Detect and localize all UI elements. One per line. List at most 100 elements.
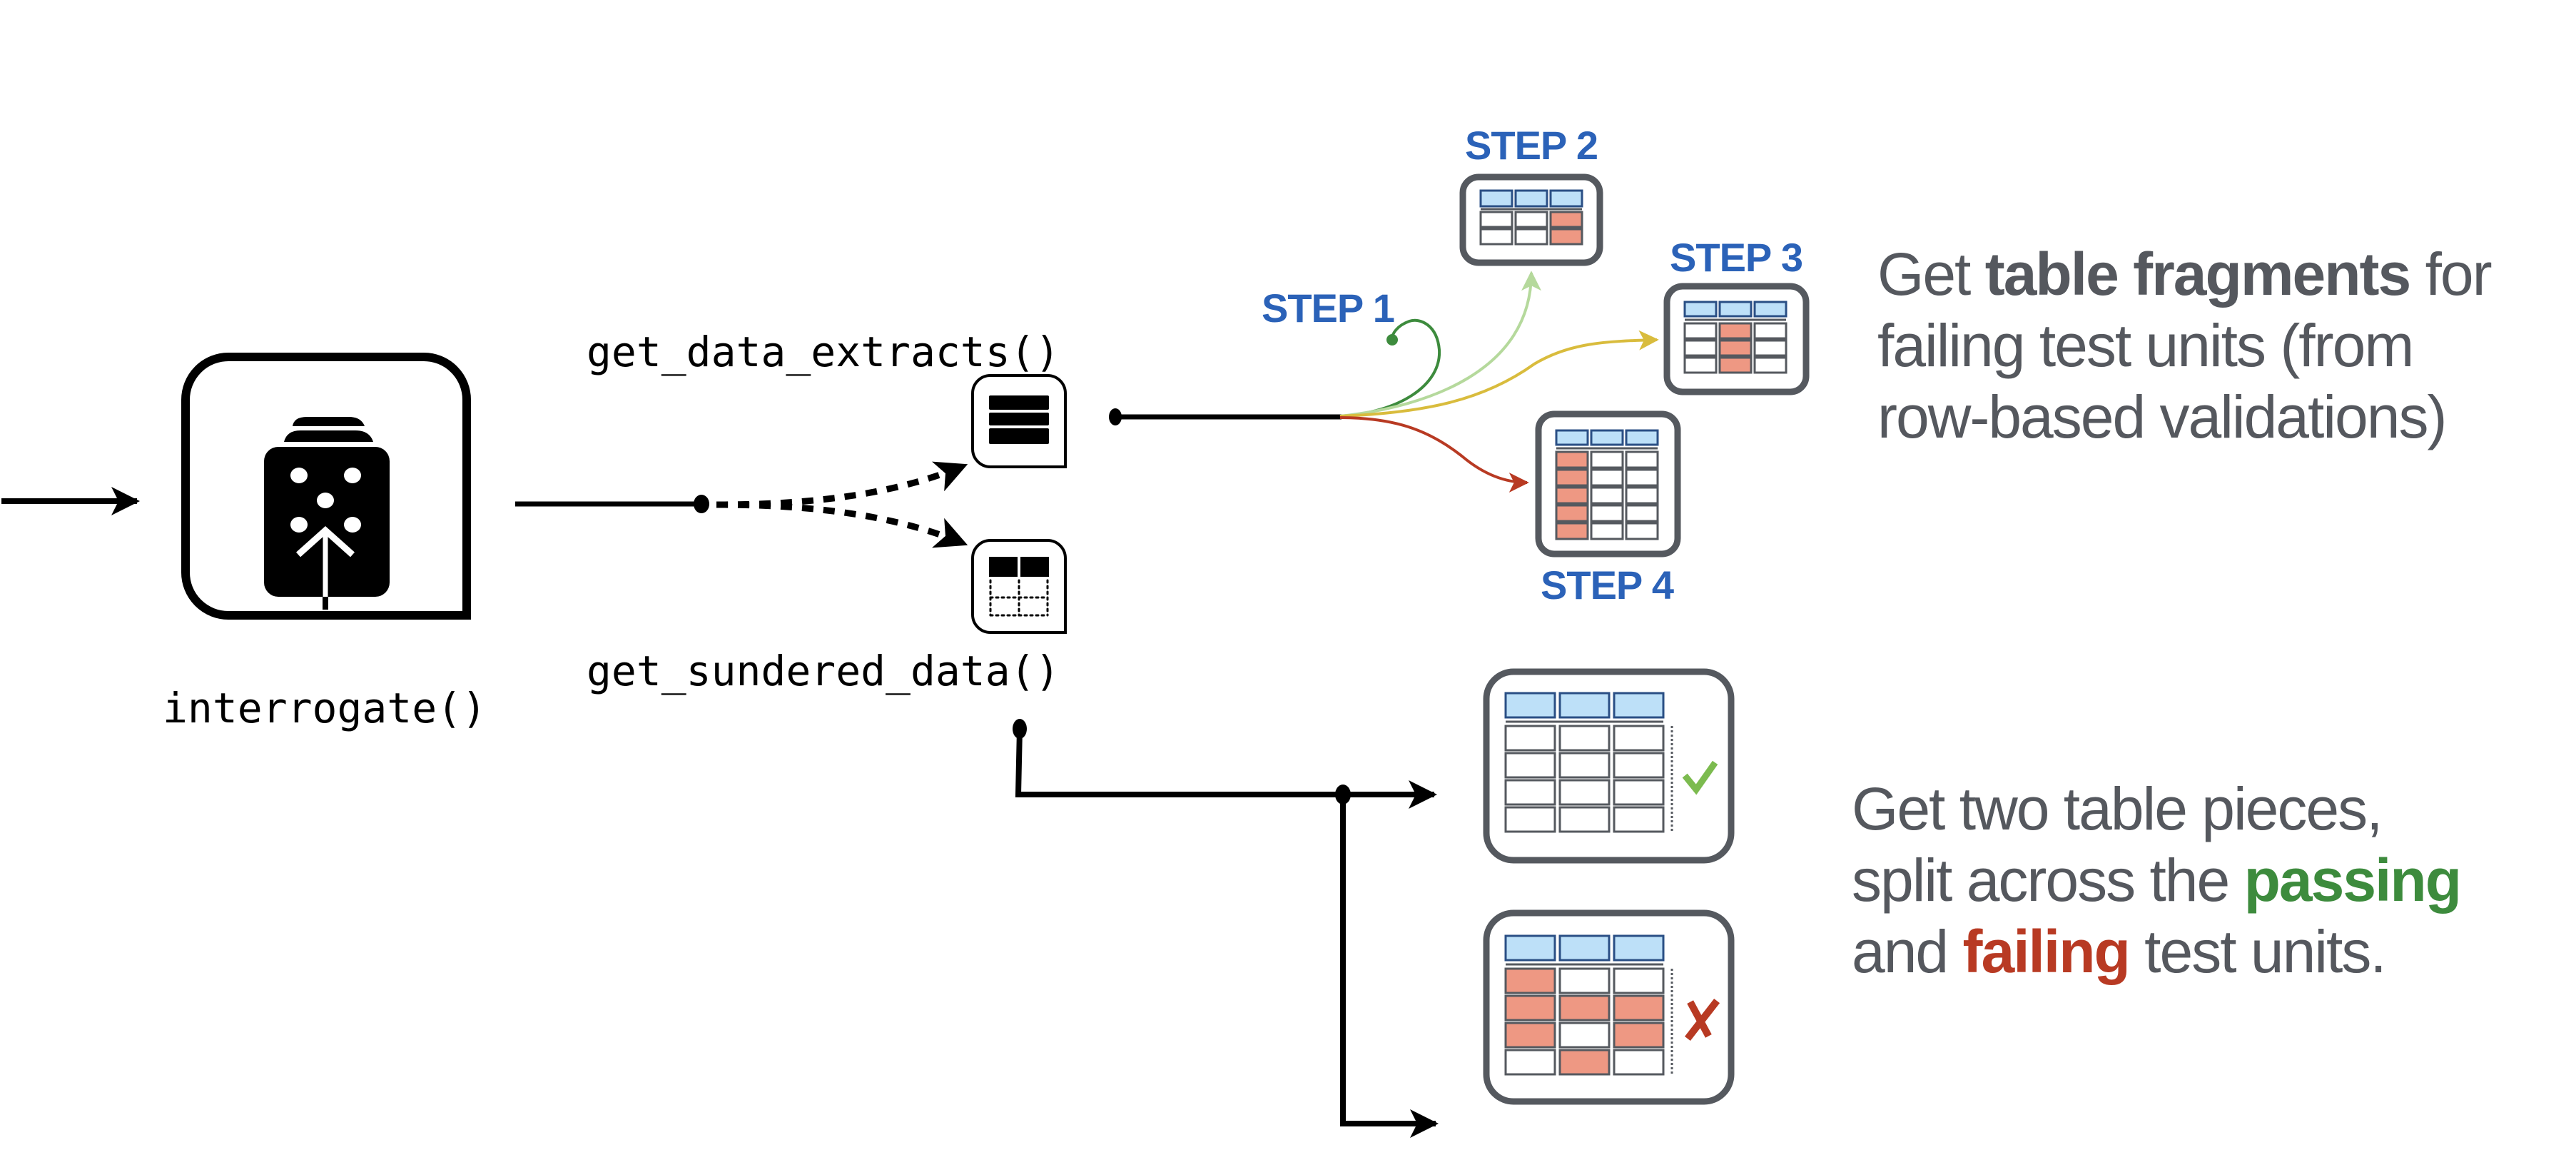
- passing-cell: [1558, 806, 1611, 833]
- passing-cell: [1504, 725, 1556, 752]
- sundered-connector: [1015, 728, 1437, 809]
- passing-cell: [1625, 504, 1659, 523]
- passing-cell: [1683, 356, 1718, 374]
- passing-cell: [1590, 450, 1624, 469]
- header-cell: [1753, 301, 1788, 318]
- check-icon: [1682, 760, 1718, 795]
- interrogate-label: interrogate(): [163, 684, 487, 732]
- header-cell: [1514, 189, 1548, 208]
- failing-cell: [1504, 994, 1556, 1022]
- step2-extract-table[interactable]: [1459, 173, 1603, 266]
- passing-cell: [1558, 752, 1611, 779]
- header-cell: [1718, 301, 1753, 318]
- passing-cell: [1613, 1049, 1665, 1076]
- failing-cell: [1549, 211, 1583, 228]
- header-cell: [1683, 301, 1718, 318]
- passing-cell: [1625, 486, 1659, 505]
- passing-cell: [1613, 779, 1665, 806]
- passing-cell: [1558, 725, 1611, 752]
- passing-cell: [1504, 806, 1556, 833]
- passing-cell: [1514, 228, 1548, 246]
- failing-cell: [1558, 1049, 1611, 1076]
- data-extracts-icon[interactable]: [971, 374, 1067, 468]
- header-cell: [1590, 429, 1624, 446]
- passing-cell: [1753, 356, 1788, 374]
- failing-cell: [1555, 486, 1589, 505]
- extracts-desc-bold: table fragments: [1985, 241, 2410, 308]
- failing-cell: [1613, 1022, 1665, 1049]
- failing-cell: [1504, 967, 1556, 994]
- cross-icon: [1684, 998, 1720, 1042]
- passing-cell: [1504, 1049, 1556, 1076]
- failing-cell: [1555, 504, 1589, 523]
- passing-cell: [1590, 468, 1624, 487]
- passing-cell: [1558, 967, 1611, 994]
- step4-label: STEP 4: [1541, 563, 1674, 607]
- failing-cell: [1718, 356, 1753, 374]
- sundered-fail-connector: [1340, 795, 1439, 1138]
- passing-cell: [1590, 522, 1624, 540]
- header-cell: [1549, 189, 1583, 208]
- passing-cell: [1753, 339, 1788, 357]
- passing-cell: [1625, 522, 1659, 540]
- step1-dot: [1386, 334, 1398, 346]
- header-cell: [1613, 934, 1665, 962]
- header-cell: [1504, 934, 1556, 962]
- passing-cell: [1590, 504, 1624, 523]
- failing-highlight: failing: [1963, 918, 2129, 985]
- passing-cell: [1479, 211, 1513, 228]
- get-data-extracts-label: get_data_extracts(): [587, 328, 1060, 376]
- sundered-desc-line3-pre: and: [1852, 918, 1963, 985]
- header-cell: [1625, 429, 1659, 446]
- step3-label: STEP 3: [1670, 235, 1802, 280]
- passing-cell: [1683, 322, 1718, 340]
- failing-cell: [1558, 994, 1611, 1022]
- step3-extract-table[interactable]: [1663, 283, 1810, 395]
- dotted-arrow-sundered: [716, 501, 968, 548]
- failing-rows-table[interactable]: [1483, 909, 1735, 1105]
- passing-cell: [1625, 468, 1659, 487]
- step1-label: STEP 1: [1262, 286, 1394, 331]
- sundered-description: Get two table pieces, split across the p…: [1852, 775, 2475, 985]
- header-cell: [1555, 429, 1589, 446]
- passing-cell: [1683, 339, 1718, 357]
- failing-cell: [1504, 1022, 1556, 1049]
- get-sundered-data-label: get_sundered_data(): [587, 647, 1060, 695]
- passing-cell: [1753, 322, 1788, 340]
- passing-cell: [1613, 725, 1665, 752]
- header-cell: [1558, 692, 1611, 719]
- failing-cell: [1613, 994, 1665, 1022]
- passing-cell: [1504, 752, 1556, 779]
- step1-curve: [1339, 318, 1441, 418]
- failing-cell: [1555, 450, 1589, 469]
- extracts-desc-post: for: [2410, 241, 2491, 308]
- header-cell: [1613, 692, 1665, 719]
- header-cell: [1504, 692, 1556, 719]
- step2-label: STEP 2: [1465, 123, 1598, 168]
- step4-extract-table[interactable]: [1535, 410, 1681, 558]
- step2-curve: [1339, 271, 1541, 418]
- failing-cell: [1555, 468, 1589, 487]
- extracts-desc-line2: failing test units (from: [1877, 312, 2413, 379]
- passing-cell: [1504, 779, 1556, 806]
- passing-rows-table[interactable]: [1483, 668, 1735, 864]
- failing-cell: [1718, 322, 1753, 340]
- step4-curve: [1339, 416, 1529, 493]
- header-cell: [1558, 934, 1611, 962]
- extracts-description: Get table fragments for failing test uni…: [1877, 241, 2506, 450]
- passing-cell: [1479, 228, 1513, 246]
- passing-cell: [1613, 806, 1665, 833]
- step3-curve: [1339, 330, 1659, 418]
- split-dot: [694, 495, 709, 513]
- extracts-desc-line3: row-based validations): [1877, 383, 2445, 450]
- passing-cell: [1590, 486, 1624, 505]
- passing-cell: [1514, 211, 1548, 228]
- sundered-desc-line3-post: test units.: [2129, 918, 2385, 985]
- passing-cell: [1558, 779, 1611, 806]
- sundered-data-icon[interactable]: [971, 539, 1067, 634]
- interrogate-agent-icon: [264, 417, 390, 610]
- sundered-desc-line2-pre: split across the: [1852, 847, 2244, 914]
- interrogate-node[interactable]: [181, 353, 471, 620]
- passing-cell: [1625, 450, 1659, 469]
- passing-highlight: passing: [2244, 847, 2460, 914]
